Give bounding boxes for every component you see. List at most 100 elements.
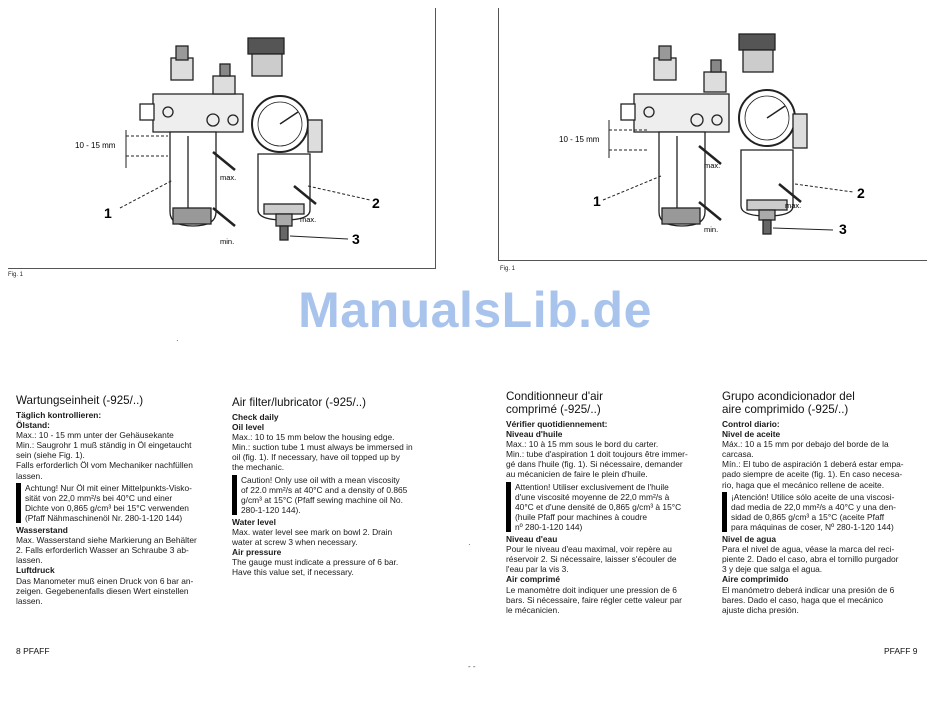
text-line: El manómetro deberá indicar una presión … bbox=[722, 584, 895, 595]
text-line: lassen. bbox=[16, 470, 43, 481]
watermark: ManualsLib.de bbox=[298, 282, 652, 338]
text-line: of 22.0 mm²/s at 40°C and a density of 0… bbox=[241, 484, 408, 495]
column-spanish: Grupo acondicionador del aire comprimido… bbox=[722, 390, 928, 615]
column-german: Wartungseinheit (-925/..) Täglich kontro… bbox=[16, 394, 222, 606]
fig-left-dim-label: 10 - 15 mm bbox=[75, 141, 116, 150]
daily-check-heading: Täglich kontrollieren: bbox=[16, 410, 102, 420]
print-speck: - - bbox=[468, 662, 476, 671]
fig-right-callout-3: 3 bbox=[839, 221, 847, 237]
caution-bar bbox=[16, 482, 21, 524]
text-line: Falls erforderlich Öl vom Mechaniker nac… bbox=[16, 460, 193, 471]
caution-bar bbox=[722, 491, 727, 533]
text-line: Min.: tube d'aspiration 1 doit toujours … bbox=[506, 449, 688, 460]
fig-left-min-label: min. bbox=[220, 237, 234, 246]
water-level-heading: Niveau d'eau bbox=[506, 534, 558, 545]
page-number-right: PFAFF 9 bbox=[884, 646, 918, 656]
text-line: ajuste dicha presión. bbox=[722, 604, 799, 615]
text-line: lassen. bbox=[16, 595, 43, 606]
fig-right-callout-2: 2 bbox=[857, 185, 865, 201]
text-line: Max.: 10 - 15 mm unter der Gehäusekante bbox=[16, 430, 174, 441]
fig-right-max-label-1: max. bbox=[704, 161, 720, 170]
section-title-fr: Conditionneur d'air comprimé (-925/..) bbox=[506, 390, 710, 416]
filter-lubricator-drawing-left: 10 - 15 mm max. max. min. 1 2 3 bbox=[75, 37, 380, 247]
caution-bar bbox=[506, 481, 511, 533]
fig-right-dim-label: 10 - 15 mm bbox=[559, 135, 600, 144]
title-line: Conditionneur d'air bbox=[506, 390, 603, 403]
filter-lubricator-drawing-right: 10 - 15 mm max. max. min. 1 2 3 bbox=[559, 33, 865, 237]
text-line: réservoir 2. Si nécessaire, laisser s'éc… bbox=[506, 554, 677, 565]
title-line: comprimé (-925/..) bbox=[506, 403, 601, 416]
text-line: Para el nivel de agua, véase la marca de… bbox=[722, 544, 895, 555]
text-line: dad media de 22,0 mm²/s a 40°C y una den… bbox=[731, 501, 896, 512]
figure-left: 10 - 15 mm max. max. min. 1 2 3 bbox=[8, 8, 436, 269]
text-line: Attention! Utiliser exclusivement de l'h… bbox=[515, 481, 669, 492]
oil-level-heading: Nivel de aceite bbox=[722, 429, 781, 440]
text-line: Min.: suction tube 1 must always be imme… bbox=[232, 442, 413, 453]
water-level-heading: Wasserstand bbox=[16, 525, 68, 536]
text-line: gé dans l'huile (fig. 1). Si nécessaire,… bbox=[506, 459, 683, 470]
fig-left-max-label-2: max. bbox=[300, 215, 316, 224]
text-line: au mécanicien de faire le plein d'huile. bbox=[506, 469, 648, 480]
caution-note: ¡Atención! Utilice sólo aceite de una vi… bbox=[722, 491, 928, 533]
oil-level-heading: Oil level bbox=[232, 422, 265, 433]
section-title-en: Air filter/lubricator (-925/..) bbox=[232, 396, 367, 409]
text-line: Pour le niveau d'eau maximal, voir repèr… bbox=[506, 544, 672, 555]
text-line: (Pfaff Nähmaschinenöl Nr. 280-1-120 144) bbox=[25, 512, 183, 523]
title-line: Grupo acondicionador del bbox=[722, 390, 855, 403]
text-line: Have this value set, if necessary. bbox=[232, 567, 354, 578]
caution-note: Attention! Utiliser exclusivement de l'h… bbox=[506, 481, 710, 533]
text-line: g/cm³ at 15°C (Pfaff sewing machine oil … bbox=[241, 494, 403, 505]
fig-right-max-label-2: max. bbox=[785, 201, 801, 210]
oil-level-heading: Niveau d'huile bbox=[506, 429, 563, 440]
text-line: water at screw 3 when necessary. bbox=[232, 537, 358, 548]
fig-left-caption: Fig. 1 bbox=[8, 272, 24, 278]
text-line: Max.: 10 à 15 mm sous le bord du carter. bbox=[506, 439, 659, 450]
water-level-heading: Water level bbox=[232, 516, 276, 527]
page-number-left: 8 PFAFF bbox=[16, 646, 50, 656]
oil-level-heading: Ölstand: bbox=[16, 420, 50, 431]
text-line: Máx.: 10 a 15 mm por debajo del borde de… bbox=[722, 439, 889, 450]
text-line: bars. Si nécessaire, faire régler cette … bbox=[506, 594, 682, 605]
text-line: Mín.: El tubo de aspiración 1 deberá est… bbox=[722, 459, 904, 470]
daily-check-heading: Check daily bbox=[232, 412, 279, 422]
air-pressure-heading: Aire comprimido bbox=[722, 574, 789, 585]
caution-note: Caution! Only use oil with a mean viscos… bbox=[232, 474, 438, 515]
text-line: the mechanic. bbox=[232, 462, 285, 473]
daily-check-heading: Vérifier quotidiennement: bbox=[506, 419, 608, 429]
text-line: sität von 22,0 mm²/s bei 40°C und einer bbox=[25, 492, 173, 503]
text-line: nº 280-1-120 144) bbox=[515, 521, 583, 532]
air-pressure-heading: Air pressure bbox=[232, 547, 282, 558]
text-line: Achtung! Nur Öl mit einer Mittelpunkts-V… bbox=[25, 482, 192, 493]
text-line: sein (siehe Fig. 1). bbox=[16, 450, 85, 461]
text-line: Dichte von 0,865 g/cm³ bei 15°C verwende… bbox=[25, 502, 189, 513]
text-line: le mécanicien. bbox=[506, 604, 560, 615]
column-english: Air filter/lubricator (-925/..) Check da… bbox=[232, 396, 438, 578]
text-line: rio, haga que el mecánico rellene de ace… bbox=[722, 479, 885, 490]
section-title-es: Grupo acondicionador del aire comprimido… bbox=[722, 390, 928, 416]
text-line: Caution! Only use oil with a mean viscos… bbox=[241, 474, 400, 485]
fig-right-caption: Fig. 1 bbox=[500, 266, 516, 272]
text-line: Max.: 10 to 15 mm below the housing edge… bbox=[232, 432, 395, 443]
caution-note: Achtung! Nur Öl mit einer Mittelpunkts-V… bbox=[16, 482, 222, 524]
text-line: (huile Pfaff pour machines à coudre bbox=[515, 511, 648, 522]
text-line: Min.: Saugrohr 1 muß ständig in Öl einge… bbox=[16, 440, 192, 451]
text-line: para máquinas de coser, Nº 280-1-120 144… bbox=[731, 521, 894, 532]
text-line: 280-1-120 144). bbox=[241, 504, 301, 515]
text-line: 3 y deje que salga el agua. bbox=[722, 564, 823, 575]
title-line: aire comprimido (-925/..) bbox=[722, 403, 849, 416]
text-line: Das Manometer muß einen Druck von 6 bar … bbox=[16, 575, 194, 586]
fig-left-callout-3: 3 bbox=[352, 231, 360, 247]
text-line: sidad de 0,865 g/cm³ a 15°C (aceite Pfaf… bbox=[731, 511, 885, 522]
air-pressure-heading: Luftdruck bbox=[16, 565, 55, 576]
caution-bar bbox=[232, 474, 237, 515]
text-line: pado siempre de aceite (fig. 1). En caso… bbox=[722, 469, 903, 480]
print-speck: · bbox=[468, 540, 471, 549]
water-level-heading: Nivel de agua bbox=[722, 534, 776, 545]
print-speck: · bbox=[176, 336, 179, 345]
text-line: ¡Atención! Utilice sólo aceite de una vi… bbox=[731, 491, 895, 502]
section-title-de: Wartungseinheit (-925/..) bbox=[16, 394, 144, 407]
figure-right: 10 - 15 mm max. max. min. 1 2 3 bbox=[498, 8, 927, 261]
text-line: The gauge must indicate a pressure of 6 … bbox=[232, 557, 399, 568]
text-line: Le manomètre doit indiquer une pression … bbox=[506, 584, 677, 595]
text-line: 2. Falls erforderlich Wasser an Schraube… bbox=[16, 545, 189, 556]
